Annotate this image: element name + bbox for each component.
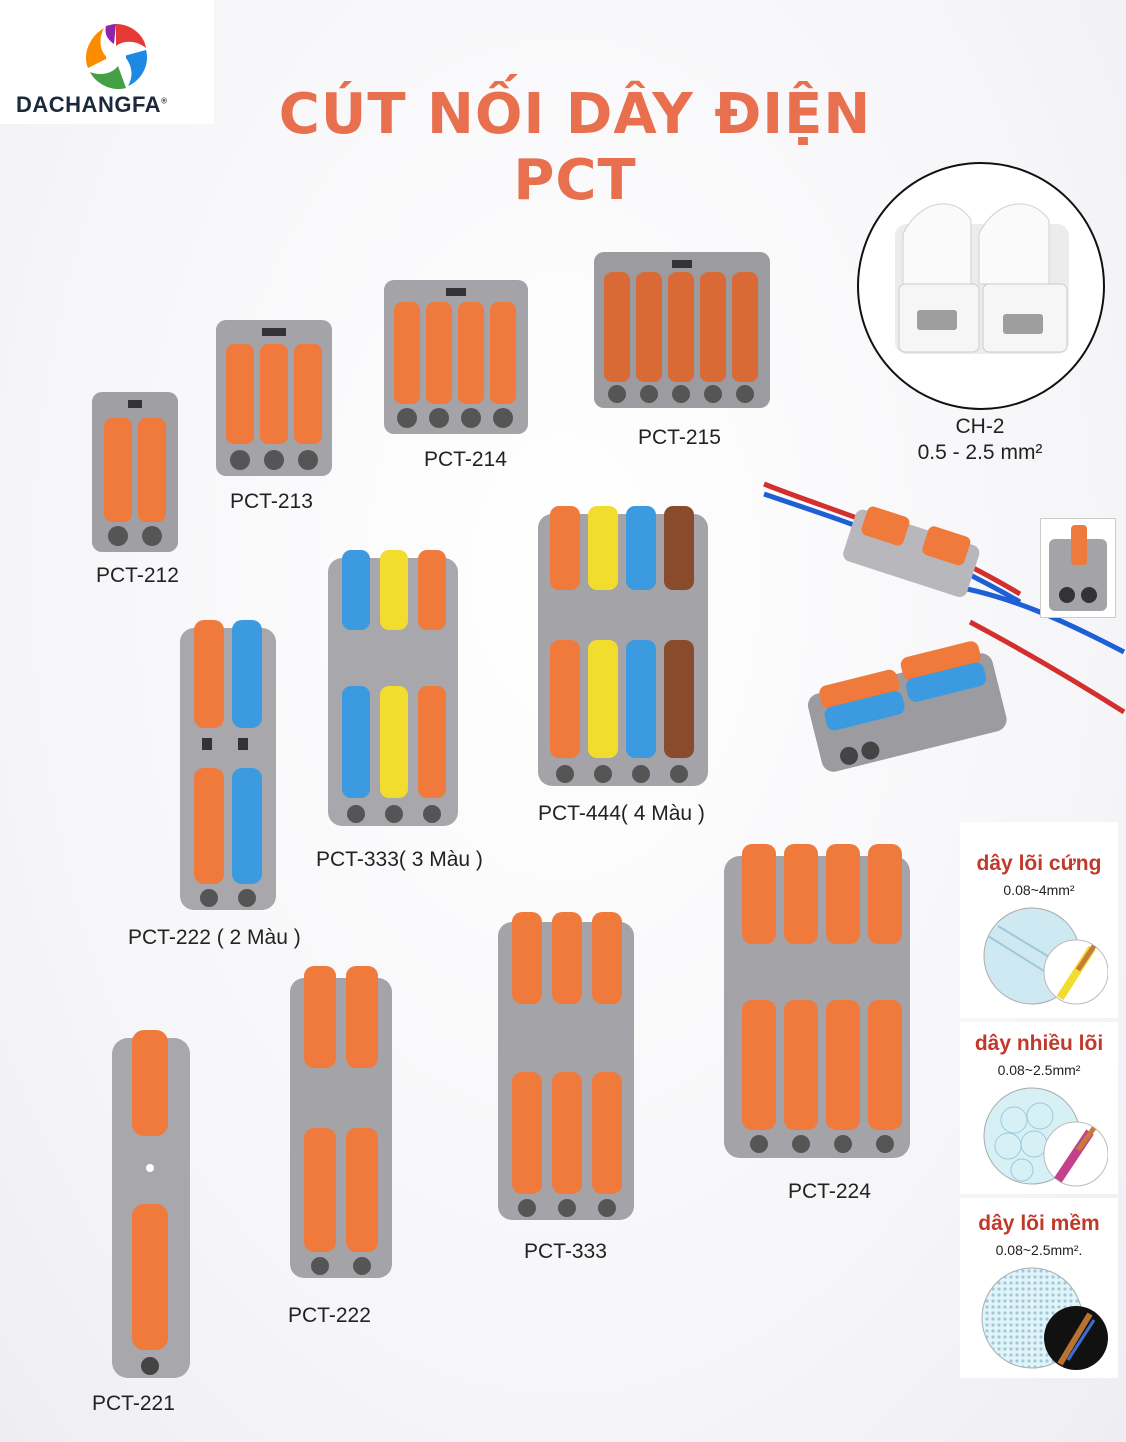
logo-mark-icon xyxy=(85,24,148,90)
pct-444-4-color-connector-image xyxy=(538,506,708,786)
pct-215-label: PCT-215 xyxy=(638,426,721,449)
ch-2-name: CH-2 xyxy=(955,415,1005,438)
pct-214-connector-image xyxy=(384,280,528,434)
wire-type-stranded-name: dây nhiều lõi xyxy=(974,1032,1104,1055)
pct-222-2-color-label: PCT-222 ( 2 Màu ) xyxy=(128,926,301,949)
pct-214-label: PCT-214 xyxy=(424,448,507,471)
stranded-wire-icon xyxy=(983,1087,1108,1187)
wire-type-flexible: dây lõi mềm 0.08~2.5mm². xyxy=(960,1198,1118,1378)
pct-221-connector-image xyxy=(112,1030,190,1378)
ch-2-connector-image xyxy=(895,203,1069,354)
brand-logo: DACHANGFA® xyxy=(0,0,214,124)
pct-212-connector-image xyxy=(92,392,178,552)
pct-215-connector-image xyxy=(594,252,770,408)
connector-thumbnail-image xyxy=(1049,525,1107,611)
pct-222-connector-image xyxy=(290,966,392,1278)
pct-213-label: PCT-213 xyxy=(230,490,313,513)
title-line-1: CÚT NỐI DÂY ĐIỆN xyxy=(278,82,872,147)
pct-221-label: PCT-221 xyxy=(92,1392,175,1415)
pct-444-4-color-label: PCT-444( 4 Màu ) xyxy=(538,802,705,825)
wired-connector-illustration xyxy=(763,481,1126,772)
wire-type-solid-name: dây lõi cứng xyxy=(976,852,1102,875)
pct-213-connector-image xyxy=(216,320,332,476)
pct-224-label: PCT-224 xyxy=(788,1180,871,1203)
pct-333-3-color-connector-image xyxy=(328,550,458,826)
pct-333-label: PCT-333 xyxy=(524,1240,607,1263)
page-title: CÚT NỐI DÂY ĐIỆN PCT xyxy=(240,82,910,214)
pct-212-label: PCT-212 xyxy=(96,564,179,587)
wire-type-stranded: dây nhiều lõi 0.08~2.5mm² xyxy=(960,1022,1118,1194)
title-line-2: PCT xyxy=(513,148,637,213)
ch-2-label: CH-2 0.5 - 2.5 mm² xyxy=(880,414,1080,466)
wire-type-solid-spec: 0.08~4mm² xyxy=(1003,882,1075,898)
connector-thumbnail xyxy=(1040,518,1116,618)
pct-224-connector-image xyxy=(724,844,910,1158)
wire-type-flexible-name: dây lõi mềm xyxy=(978,1212,1100,1235)
flexible-wire-icon xyxy=(981,1267,1108,1370)
pct-333-3-color-label: PCT-333( 3 Màu ) xyxy=(316,848,483,871)
pct-333-connector-image xyxy=(498,912,634,1220)
wire-type-flexible-spec: 0.08~2.5mm². xyxy=(995,1242,1083,1258)
wire-type-stranded-spec: 0.08~2.5mm² xyxy=(997,1062,1081,1078)
pct-222-2-color-connector-image xyxy=(180,620,276,910)
ch-2-range: 0.5 - 2.5 mm² xyxy=(917,441,1043,464)
wire-type-solid: dây lõi cứng 0.08~4mm² xyxy=(960,822,1118,1018)
pct-222-label: PCT-222 xyxy=(288,1304,371,1327)
solid-wire-icon xyxy=(983,907,1108,1005)
ch-2-photo-frame xyxy=(857,162,1105,410)
brand-name: DACHANGFA® xyxy=(16,92,168,117)
